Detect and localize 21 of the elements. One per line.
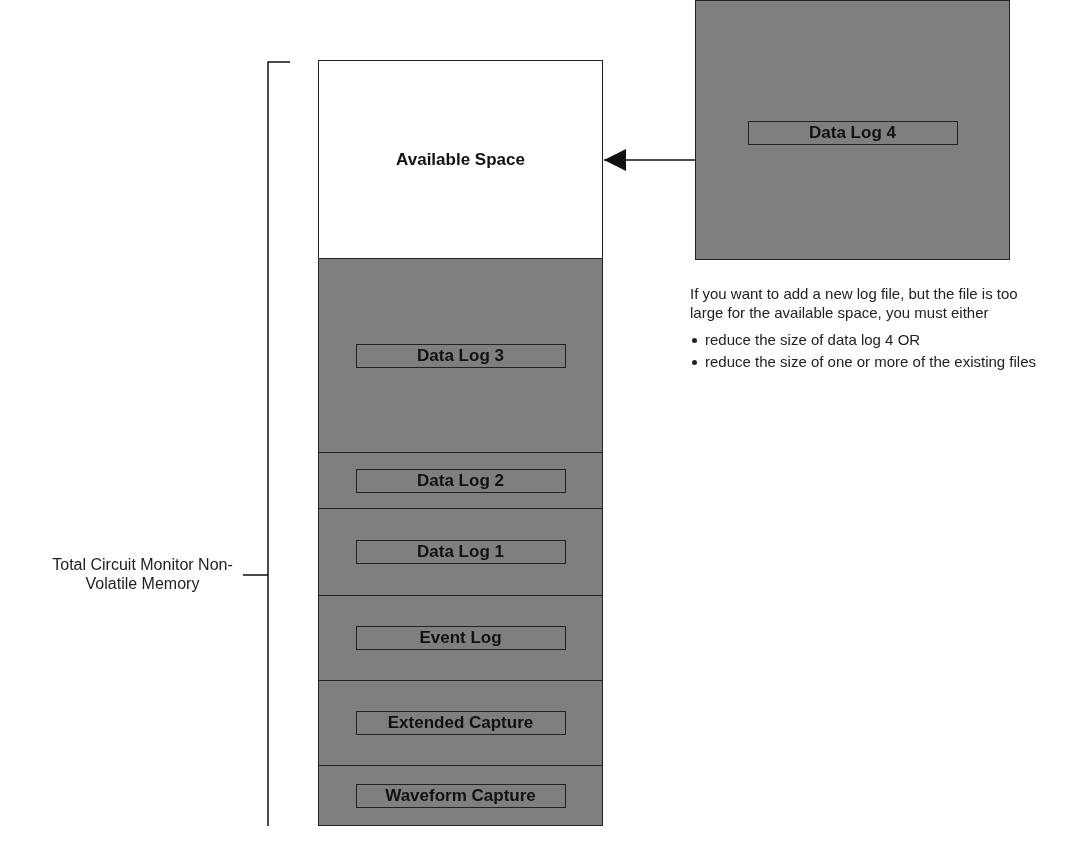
memory-segment <box>318 452 603 509</box>
segment-label: Extended Capture <box>355 711 566 735</box>
segment-label: Event Log <box>355 626 566 650</box>
bracket-label: Total Circuit Monitor Non-Volatile Memory <box>51 555 234 593</box>
segment-label: Available Space <box>396 149 525 170</box>
free-space-block <box>318 60 603 259</box>
memory-segment <box>318 595 603 681</box>
memory-segment <box>695 0 1010 260</box>
memory-segment <box>318 508 603 596</box>
segment-label: Data Log 3 <box>355 343 566 368</box>
bullet-item: reduce the size of data log 4 OR <box>705 330 921 349</box>
memory-segment <box>318 765 603 826</box>
note-text: If you want to add a new log file, but the file is too large for the available space, you must either <box>690 284 1019 322</box>
segment-label: Data Log 1 <box>355 540 566 564</box>
arrow <box>603 149 696 171</box>
segment-label: Data Log 2 <box>355 468 566 493</box>
memory-segment <box>318 258 603 453</box>
segment-label: Waveform Capture <box>355 783 566 808</box>
bullet-item: reduce the size of one or more of the existing files <box>705 352 1036 371</box>
memory-segment <box>318 680 603 766</box>
segment-label: Data Log 4 <box>747 121 958 145</box>
